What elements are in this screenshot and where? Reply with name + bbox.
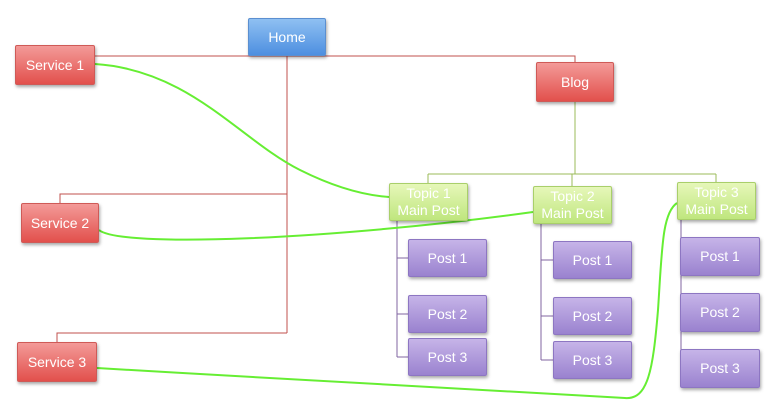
topic-3-main-post-node: Topic 3 Main Post [677,182,756,220]
topic-1-post-3-node: Post 3 [408,338,487,376]
topic-3-post-2-node: Post 2 [680,293,760,332]
service-3-node: Service 3 [17,342,97,382]
home-to-service-3 [56,332,287,342]
service-2-node: Service 2 [21,203,99,243]
topic-3-post-1-node: Post 1 [680,237,760,276]
topic-2-post-3-node: Post 3 [553,341,632,379]
blog-node: Blog [536,62,614,102]
topic-1-post-links [396,221,408,358]
link-service-1-topic-1 [94,63,390,198]
topic-3-post-3-node: Post 3 [680,349,760,388]
home-node: Home [248,18,326,56]
blog-connectors [427,102,717,186]
topic-2-post-1-node: Post 1 [553,241,632,279]
link-service-2-topic-2 [98,211,534,241]
home-to-service-2 [59,193,287,203]
home-to-blog [287,55,576,62]
topic-1-post-1-node: Post 1 [408,239,487,277]
topic-2-main-post-node: Topic 2 Main Post [533,186,612,224]
home-connectors [56,55,576,342]
topic-2-post-links [540,224,553,361]
topic-1-main-post-node: Topic 1 Main Post [389,183,468,221]
link-service-3-topic-3 [96,202,678,400]
service-1-node: Service 1 [15,45,95,85]
topic-2-post-2-node: Post 2 [553,297,632,335]
topic-1-post-2-node: Post 2 [408,295,487,333]
cross-links [94,63,678,400]
